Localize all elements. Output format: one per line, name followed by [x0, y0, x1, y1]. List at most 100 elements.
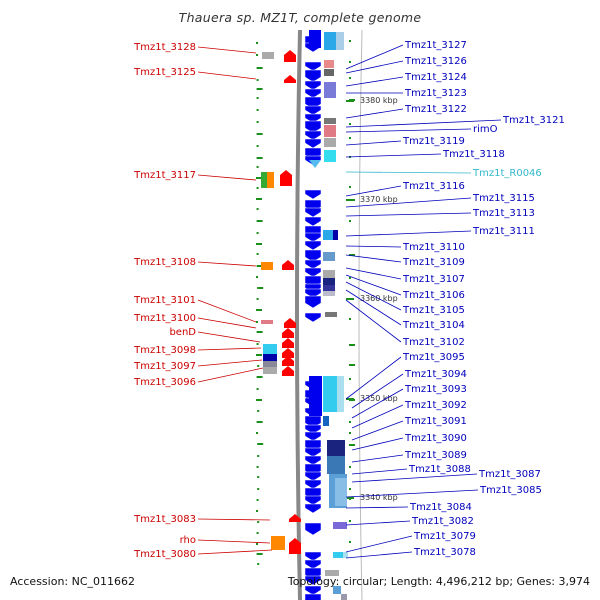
gene-label: Tmz1t_3090	[404, 433, 467, 444]
gene-label: Tmz1t_3089	[404, 450, 467, 461]
feature-box	[325, 312, 337, 317]
reverse-gene-arrow	[282, 260, 294, 270]
gene-label: Tmz1t_3117	[133, 170, 196, 181]
position-tick-label: 3370 kbp	[360, 195, 398, 204]
feature-box	[323, 278, 335, 285]
tick-mark	[256, 276, 258, 278]
gene-label: Tmz1t_3101	[133, 295, 196, 306]
feature-box	[271, 536, 285, 550]
gene-label: Tmz1t_3108	[133, 257, 196, 268]
reverse-gene-arrow	[289, 538, 301, 554]
leader-line	[345, 281, 402, 311]
feature-box	[323, 291, 335, 296]
leader-line	[345, 212, 472, 217]
position-tick	[346, 398, 354, 400]
tick-mark	[256, 166, 259, 168]
reverse-gene-arrow	[284, 75, 296, 83]
feature-box	[323, 285, 335, 291]
forward-gene-arrow	[304, 120, 322, 134]
feature-box	[263, 344, 277, 354]
reverse-gene-arrow	[282, 348, 294, 358]
tick-mark	[257, 410, 260, 412]
tick-mark	[256, 265, 263, 267]
forward-gene-arrow	[304, 105, 322, 116]
leader-line	[197, 299, 257, 323]
leader-line	[351, 473, 478, 483]
tick-mark	[256, 121, 259, 123]
tick-mark	[256, 157, 263, 159]
tick-mark	[256, 232, 259, 234]
feature-box	[261, 262, 273, 270]
tick-mark	[256, 177, 262, 179]
forward-gene-arrow	[304, 479, 322, 490]
tick-mark	[257, 521, 260, 523]
gene-label: Tmz1t_3105	[402, 305, 465, 316]
position-tick	[346, 298, 354, 300]
tick-mark	[256, 133, 263, 135]
feature-box	[333, 586, 341, 594]
tick-mark	[257, 443, 264, 445]
forward-gene-arrow	[304, 522, 322, 536]
gene-label: Tmz1t_3126	[404, 56, 467, 67]
gene-label: Tmz1t_3094	[404, 369, 467, 380]
gene-label: Tmz1t_3096	[133, 377, 196, 388]
feature-box	[324, 125, 336, 137]
feature-box	[336, 32, 344, 50]
leader-line	[345, 289, 402, 326]
tick-mark	[256, 376, 263, 378]
tick-mark	[256, 532, 259, 534]
tick-mark	[256, 309, 262, 311]
feature-box	[335, 478, 347, 506]
reverse-gene-arrow	[280, 170, 292, 186]
feature-box	[261, 320, 273, 324]
tick-marks	[256, 40, 355, 565]
leader-line	[345, 153, 442, 158]
rna-gene-marker	[309, 160, 321, 168]
feature-box	[327, 456, 345, 474]
tick-mark	[349, 277, 351, 279]
leader-line	[345, 60, 404, 74]
leader-line	[345, 489, 479, 498]
leader-line	[197, 71, 257, 80]
feature-box	[324, 82, 336, 98]
gene-label: Tmz1t_3107	[402, 274, 465, 285]
gene-label: Tmz1t_3128	[133, 42, 196, 53]
tick-mark	[256, 67, 263, 69]
forward-gene-arrow	[304, 61, 322, 72]
leader-line	[197, 261, 257, 267]
leader-line	[345, 535, 413, 553]
leader-line	[345, 274, 402, 296]
tick-mark	[349, 421, 351, 423]
leader-line	[345, 128, 472, 133]
backbone-line	[295, 29, 302, 600]
feature-boxes	[323, 32, 348, 600]
gene-label: Tmz1t_3119	[402, 136, 465, 147]
tick-mark	[256, 432, 258, 434]
tick-mark	[256, 354, 262, 356]
reverse-gene-arrow	[284, 50, 296, 62]
leader-line	[345, 76, 404, 87]
feature-box	[325, 570, 339, 576]
gene-label: Tmz1t_3102	[402, 337, 465, 348]
gene-label: Tmz1t_3118	[442, 149, 505, 160]
leader-line	[197, 539, 271, 544]
leader-line	[345, 520, 411, 526]
forward-gene-arrow	[304, 447, 322, 458]
forward-gene-arrow	[304, 312, 322, 323]
tick-mark	[349, 488, 351, 490]
gene-label: Tmz1t_3084	[409, 502, 472, 513]
tick-mark	[256, 109, 259, 111]
forward-gene-arrow	[304, 585, 322, 596]
map-title: Thauera sp. MZ1T, complete genome	[178, 10, 422, 25]
forward-gene-arrow	[304, 495, 322, 506]
gene-label: Tmz1t_3104	[402, 320, 465, 331]
tick-mark	[349, 432, 351, 434]
leader-line	[197, 518, 271, 521]
position-tick	[346, 100, 354, 102]
leader-line	[351, 468, 408, 475]
leader-line	[197, 367, 264, 383]
forward-gene-arrow	[304, 240, 322, 251]
tick-mark	[256, 510, 258, 512]
forward-gene-arrow	[304, 503, 322, 514]
forward-gene-arrow	[304, 288, 322, 299]
